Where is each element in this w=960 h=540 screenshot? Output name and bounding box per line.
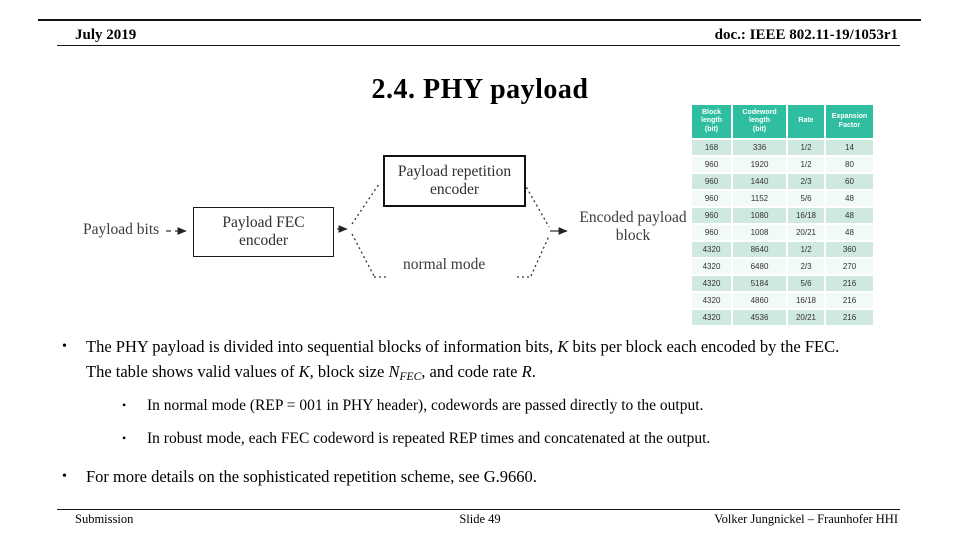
table-cell: 4320 bbox=[692, 276, 731, 291]
table-cell: 336 bbox=[733, 140, 786, 155]
table-cell: 960 bbox=[692, 208, 731, 223]
diagram-arrows bbox=[166, 182, 568, 278]
header-divider-line bbox=[57, 45, 900, 46]
top-border-line bbox=[38, 19, 921, 21]
table-cell: 1152 bbox=[733, 191, 786, 206]
table-header-cell: Rate bbox=[788, 105, 824, 138]
table-cell: 216 bbox=[826, 293, 873, 308]
table-cell: 5/6 bbox=[788, 276, 824, 291]
diagram-output-label: Encoded payload block bbox=[579, 209, 687, 244]
bullet-marker: • bbox=[122, 398, 127, 412]
fec-parameter-table: Block length (bit)Codeword length (bit)R… bbox=[690, 103, 875, 327]
table-cell: 48 bbox=[826, 225, 873, 240]
footer-author: Volker Jungnickel – Fraunhofer HHI bbox=[714, 512, 898, 526]
table-cell: 1/2 bbox=[788, 157, 824, 172]
bullet-robust-mode: • In robust mode, each FEC codeword is r… bbox=[122, 428, 912, 449]
table-cell: 4860 bbox=[733, 293, 786, 308]
table-cell: 960 bbox=[692, 191, 731, 206]
table-cell: 360 bbox=[826, 242, 873, 257]
bullet-phy-payload: • The PHY payload is divided into sequen… bbox=[62, 334, 840, 390]
bullet-more-details: • For more details on the sophisticated … bbox=[62, 464, 840, 489]
diagram-connector-lines bbox=[166, 182, 568, 278]
bullet-more-details-text: For more details on the sophisticated re… bbox=[86, 467, 537, 486]
table-cell: 2/3 bbox=[788, 174, 824, 189]
table-cell: 6480 bbox=[733, 259, 786, 274]
table-cell: 216 bbox=[826, 276, 873, 291]
table-cell: 4320 bbox=[692, 259, 731, 274]
table-cell: 8640 bbox=[733, 242, 786, 257]
table-cell: 60 bbox=[826, 174, 873, 189]
table-cell: 20/21 bbox=[788, 310, 824, 325]
table-header-cell: Block length (bit) bbox=[692, 105, 731, 138]
table-cell: 1008 bbox=[733, 225, 786, 240]
table-cell: 1080 bbox=[733, 208, 786, 223]
table-cell: 14 bbox=[826, 140, 873, 155]
footer-submission: Submission bbox=[75, 512, 134, 526]
table-cell: 960 bbox=[692, 174, 731, 189]
bullet-phy-payload-text: The PHY payload is divided into sequenti… bbox=[86, 337, 840, 383]
header-date: July 2019 bbox=[75, 27, 137, 43]
table-cell: 48 bbox=[826, 208, 873, 223]
header-doc-number: doc.: IEEE 802.11-19/1053r1 bbox=[714, 27, 898, 43]
bullet-robust-mode-text: In robust mode, each FEC codeword is rep… bbox=[147, 430, 711, 447]
table-cell: 4536 bbox=[733, 310, 786, 325]
table-cell: 4320 bbox=[692, 293, 731, 308]
table-cell: 20/21 bbox=[788, 225, 824, 240]
table-cell: 270 bbox=[826, 259, 873, 274]
table-header-cell: Codeword length (bit) bbox=[733, 105, 786, 138]
bullet-normal-mode-text: In normal mode (REP = 001 in PHY header)… bbox=[147, 397, 704, 414]
table-cell: 960 bbox=[692, 157, 731, 172]
table-cell: 168 bbox=[692, 140, 731, 155]
diagram-input-label: Payload bits bbox=[83, 221, 160, 238]
table-cell: 1440 bbox=[733, 174, 786, 189]
table-cell: 80 bbox=[826, 157, 873, 172]
table-cell: 16/18 bbox=[788, 293, 824, 308]
bullet-normal-mode: • In normal mode (REP = 001 in PHY heade… bbox=[122, 395, 912, 416]
bullet-marker: • bbox=[122, 431, 127, 445]
slide-title: 2.4. PHY payload bbox=[371, 74, 589, 105]
fec-encoder-box: Payload FEC encoder bbox=[193, 207, 334, 257]
table-cell: 216 bbox=[826, 310, 873, 325]
table-cell: 1920 bbox=[733, 157, 786, 172]
fec-encoder-label: Payload FEC encoder bbox=[222, 214, 305, 249]
table-cell: 5184 bbox=[733, 276, 786, 291]
normal-mode-label: normal mode bbox=[403, 256, 486, 273]
table-cell: 4320 bbox=[692, 242, 731, 257]
table-cell: 1/2 bbox=[788, 242, 824, 257]
table-cell: 16/18 bbox=[788, 208, 824, 223]
repetition-encoder-label: Payload repetition encoder bbox=[397, 163, 512, 198]
table-header-row: Block length (bit)Codeword length (bit)R… bbox=[692, 105, 873, 138]
table-cell: 1/2 bbox=[788, 140, 824, 155]
footer-slide-number: Slide 49 bbox=[459, 512, 501, 526]
bullet-marker: • bbox=[62, 469, 67, 484]
table-cell: 960 bbox=[692, 225, 731, 240]
table-cell: 5/6 bbox=[788, 191, 824, 206]
table-cell: 48 bbox=[826, 191, 873, 206]
table-cell: 4320 bbox=[692, 310, 731, 325]
footer-divider-line bbox=[57, 509, 900, 510]
repetition-encoder-box: Payload repetition encoder bbox=[383, 155, 526, 207]
bullet-marker: • bbox=[62, 339, 67, 354]
table-cell: 2/3 bbox=[788, 259, 824, 274]
table-header-cell: Expansion Factor bbox=[826, 105, 873, 138]
